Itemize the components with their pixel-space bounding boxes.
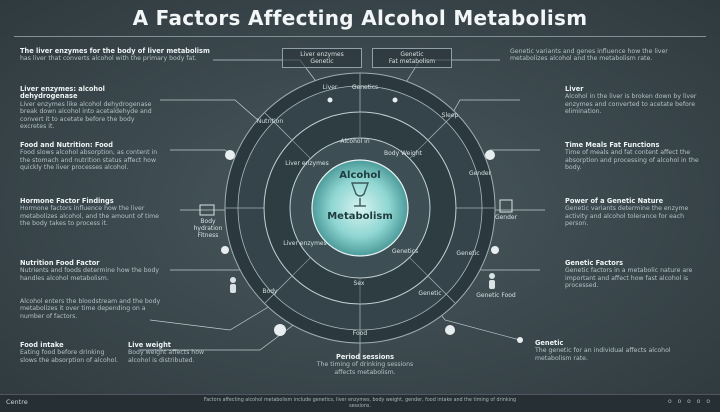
left-block-3-heading: Food and Nutrition: Food [20, 141, 113, 149]
right-block-3: Time Meals Fat Functions Time of meals a… [565, 141, 705, 172]
title-divider [14, 36, 706, 37]
ring-inner-5: Genetics [391, 248, 419, 255]
node-label-genetic-food: Genetic Food [476, 292, 516, 299]
ring-inner-2: Alcohol in [340, 138, 370, 145]
ring-label-2: Genetics [351, 84, 379, 91]
bottom-block-2-heading: Live weight [128, 341, 171, 349]
bottom-block-2-desc: Body weight affects how alcohol is distr… [128, 349, 205, 364]
top-box-left-line2: Genetic [310, 58, 334, 65]
ring-label-5: Genetic [456, 250, 480, 257]
ring-inner-6: Sex [353, 280, 365, 287]
metabolism-wheel [224, 72, 496, 344]
bottom-block-1-desc: Eating food before drinking slows the ab… [20, 349, 119, 364]
top-box-left-line1: Liver enzymes [300, 51, 344, 58]
right-block-2-desc: Alcohol in the liver is broken down by l… [565, 93, 697, 116]
ring-inner-3: Body Weight [384, 150, 422, 157]
right-block-6: Genetic The genetic for an individual af… [535, 339, 685, 362]
ring-inner-4: Liver enzymes [283, 240, 327, 247]
left-block-5: Nutrition Food Factor Nutrients and food… [20, 259, 160, 282]
footer-caption: Factors affecting alcohol metabolism inc… [203, 398, 517, 409]
left-block-5-desc: Nutrients and foods determine how the bo… [20, 267, 160, 282]
center-line1: Alcohol [339, 170, 381, 181]
person-icon [230, 273, 495, 293]
right-block-6-heading: Genetic [535, 339, 564, 347]
left-block-3: Food and Nutrition: Food Food slows alco… [20, 141, 160, 172]
ring-label-9: Nutrition [256, 118, 284, 125]
top-box-left: Liver enzymes Genetic [282, 48, 362, 68]
footer-bar: Centre Factors affecting alcohol metabol… [0, 394, 720, 412]
footer-left-text: Centre [6, 398, 28, 406]
right-block-3-desc: Time of meals and fat content affect the… [565, 149, 699, 172]
left-block-2: Liver enzymes: alcohol dehydrogenase Liv… [20, 85, 160, 131]
right-block-4-heading: Power of a Genetic Nature [565, 197, 664, 205]
bottom-block-3: Period sessions The timing of drinking s… [315, 353, 415, 376]
right-block-4: Power of a Genetic Nature Genetic varian… [565, 197, 705, 228]
left-block-5-heading: Nutrition Food Factor [20, 259, 100, 267]
right-block-5: Genetic Factors Genetic factors in a met… [565, 259, 705, 290]
right-block-3-heading: Time Meals Fat Functions [565, 141, 660, 149]
footer-dots: o o o o o [668, 398, 712, 405]
left-block-6-desc: Alcohol enters the bloodstream and the b… [20, 298, 161, 320]
building-icon [199, 199, 513, 216]
left-block-1: The liver enzymes for the body of liver … [20, 47, 215, 63]
ring-label-3: Sleep [441, 112, 459, 119]
left-block-6: Alcohol enters the bloodstream and the b… [20, 298, 170, 320]
top-box-right: Genetic Fat metabolism [372, 48, 452, 68]
right-block-6-desc: The genetic for an individual affects al… [535, 347, 671, 362]
left-block-4-heading: Hormone Factor Findings [20, 197, 114, 205]
node-dots [221, 97, 523, 343]
ring-label-7: Food [352, 330, 368, 337]
ring-label-4: Gender [468, 170, 492, 177]
bottom-block-3-desc: The timing of drinking sessions affects … [316, 361, 414, 376]
node-label-body-hydration: Body hydration Fitness [193, 218, 223, 239]
left-block-4: Hormone Factor Findings Hormone factors … [20, 197, 160, 228]
left-block-4-desc: Hormone factors influence how the liver … [20, 205, 159, 228]
left-block-2-heading: Liver enzymes: alcohol dehydrogenase [20, 85, 105, 101]
node-label-gender: Gender [494, 214, 518, 221]
left-block-3-desc: Food slows alcohol absorption, as conten… [20, 149, 158, 172]
right-block-1-desc: Genetic variants and genes influence how… [510, 48, 668, 63]
right-block-2-heading: Liver [565, 85, 584, 93]
bottom-block-1: Food intake Eating food before drinking … [20, 341, 120, 364]
top-box-right-line1: Genetic [400, 51, 424, 58]
right-block-4-desc: Genetic variants determine the enzyme ac… [565, 205, 689, 228]
page-title: A Factors Affecting Alcohol Metabolism [132, 6, 588, 30]
bottom-block-2: Live weight Body weight affects how alco… [128, 341, 228, 364]
left-block-1-desc: has liver that converts alcohol with the… [20, 55, 197, 63]
ring-label-8: Body [262, 288, 278, 295]
top-box-right-line2: Fat metabolism [388, 58, 436, 65]
ring-label-6: Genetic [418, 290, 442, 297]
ring-inner-1: Liver enzymes [285, 160, 329, 167]
bottom-block-3-heading: Period sessions [335, 353, 395, 361]
right-block-5-desc: Genetic factors in a metabolic nature ar… [565, 267, 693, 290]
center-line2: Metabolism [327, 211, 393, 222]
left-block-1-heading: The liver enzymes for the body of liver … [20, 47, 210, 55]
right-block-5-heading: Genetic Factors [565, 259, 624, 267]
left-block-2-desc: Liver enzymes like alcohol dehydrogenase… [20, 100, 152, 131]
wine-glass-icon [351, 182, 369, 207]
right-block-1: Genetic variants and genes influence how… [510, 48, 705, 63]
bottom-block-1-heading: Food intake [20, 341, 64, 349]
right-block-2: Liver Alcohol in the liver is broken dow… [565, 85, 705, 116]
ring-label-1: Liver [322, 84, 338, 91]
